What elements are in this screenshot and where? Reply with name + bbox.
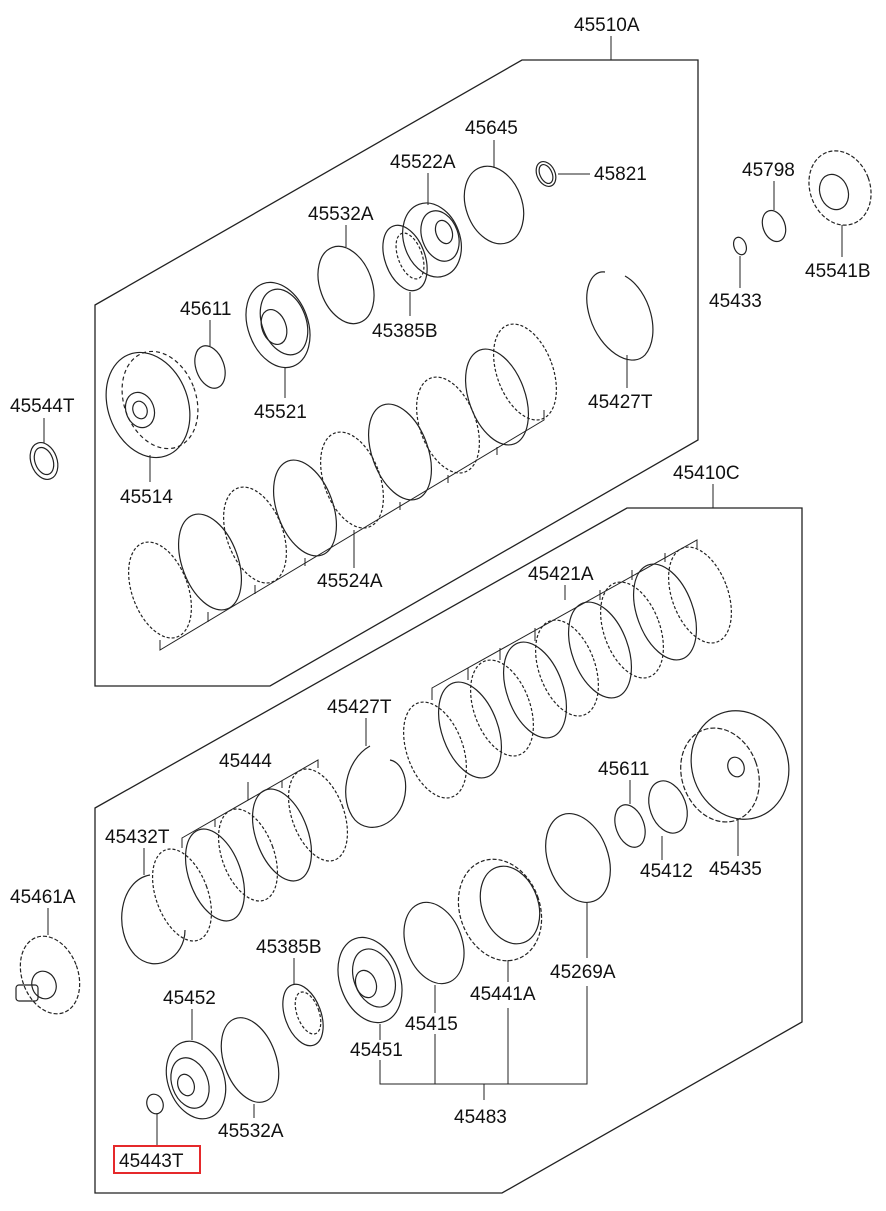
drum-45435 xyxy=(680,710,790,823)
gear-45461A xyxy=(15,935,81,1015)
label-45510A: 45510A xyxy=(574,15,640,36)
label-45611-top: 45611 xyxy=(180,299,231,320)
label-45611-bottom: 45611 xyxy=(598,759,649,780)
gear-45541B xyxy=(808,150,872,226)
seal-ring-45532A-bottom xyxy=(220,1017,280,1103)
label-45421A: 45421A xyxy=(528,564,594,585)
label-45415: 45415 xyxy=(405,1014,458,1035)
label-45544T: 45544T xyxy=(10,396,75,417)
leader-lines xyxy=(43,36,843,1146)
seal-ring-45532A-top xyxy=(317,245,375,325)
label-45412: 45412 xyxy=(640,861,693,882)
snap-ring-45645 xyxy=(463,165,525,245)
label-45444: 45444 xyxy=(219,751,272,772)
clutch-pack-45444 xyxy=(151,768,349,942)
label-45521: 45521 xyxy=(254,402,307,423)
label-45645: 45645 xyxy=(465,118,518,139)
label-45427T-bottom: 45427T xyxy=(327,697,392,718)
label-45432T: 45432T xyxy=(105,827,170,848)
hub-45452 xyxy=(165,1040,227,1120)
washer-45544T-inner xyxy=(33,446,55,476)
label-45441A: 45441A xyxy=(470,984,536,1005)
part-labels: 45510A 45645 45522A 45821 45532A 45798 4… xyxy=(10,15,871,1172)
label-45435: 45435 xyxy=(709,859,762,880)
seal-ring-45415 xyxy=(403,901,465,985)
label-45821: 45821 xyxy=(594,164,647,185)
label-45427T-top: 45427T xyxy=(588,392,653,413)
ring-45412 xyxy=(648,780,688,834)
label-45524A: 45524A xyxy=(317,571,383,592)
clip-45433 xyxy=(732,236,748,256)
clutch-pack-45421A xyxy=(403,546,732,799)
label-45483: 45483 xyxy=(454,1107,507,1128)
snap-ring-45821 xyxy=(535,161,557,187)
hub-45441A xyxy=(457,858,543,962)
clip-45443T xyxy=(146,1093,164,1115)
label-45451: 45451 xyxy=(350,1040,403,1061)
label-45433: 45433 xyxy=(709,291,762,312)
ring-45611-top xyxy=(194,345,226,389)
snap-ring-45427T-top xyxy=(586,271,654,361)
clutch-pack-45524A xyxy=(128,323,557,639)
upper-assembly-frame xyxy=(94,59,699,687)
label-45798: 45798 xyxy=(742,160,795,181)
drum-45514 xyxy=(105,350,199,459)
washer-45544T xyxy=(29,442,59,480)
highlight-box-45443T xyxy=(113,1145,201,1174)
label-45532A-bottom: 45532A xyxy=(218,1121,284,1142)
lower-assembly-frame xyxy=(94,507,803,1194)
hub-45522A xyxy=(402,202,462,278)
piston-45451 xyxy=(337,936,403,1024)
label-45410C: 45410C xyxy=(673,463,740,484)
label-45541B: 45541B xyxy=(805,261,871,282)
ring-45611-bottom xyxy=(614,804,646,848)
snap-ring-45821-inner xyxy=(538,163,554,185)
label-45269A: 45269A xyxy=(550,962,616,983)
washer-45798 xyxy=(761,209,787,243)
label-45461A: 45461A xyxy=(10,887,76,908)
bearing-45385B-bottom xyxy=(282,983,324,1047)
label-45514: 45514 xyxy=(120,487,173,508)
bearing-45385B-top xyxy=(382,224,428,292)
label-45443T: 45443T xyxy=(119,1151,184,1172)
label-45452: 45452 xyxy=(163,988,216,1009)
label-45522A: 45522A xyxy=(390,152,456,173)
snap-ring-45432T xyxy=(121,874,186,965)
snap-ring-45427T-bottom xyxy=(345,745,407,828)
seal-ring-45269A xyxy=(545,812,611,904)
label-45385B-bottom: 45385B xyxy=(256,937,322,958)
label-45532A-top: 45532A xyxy=(308,204,374,225)
label-45385B-top: 45385B xyxy=(372,321,438,342)
piston-45521 xyxy=(245,281,311,369)
